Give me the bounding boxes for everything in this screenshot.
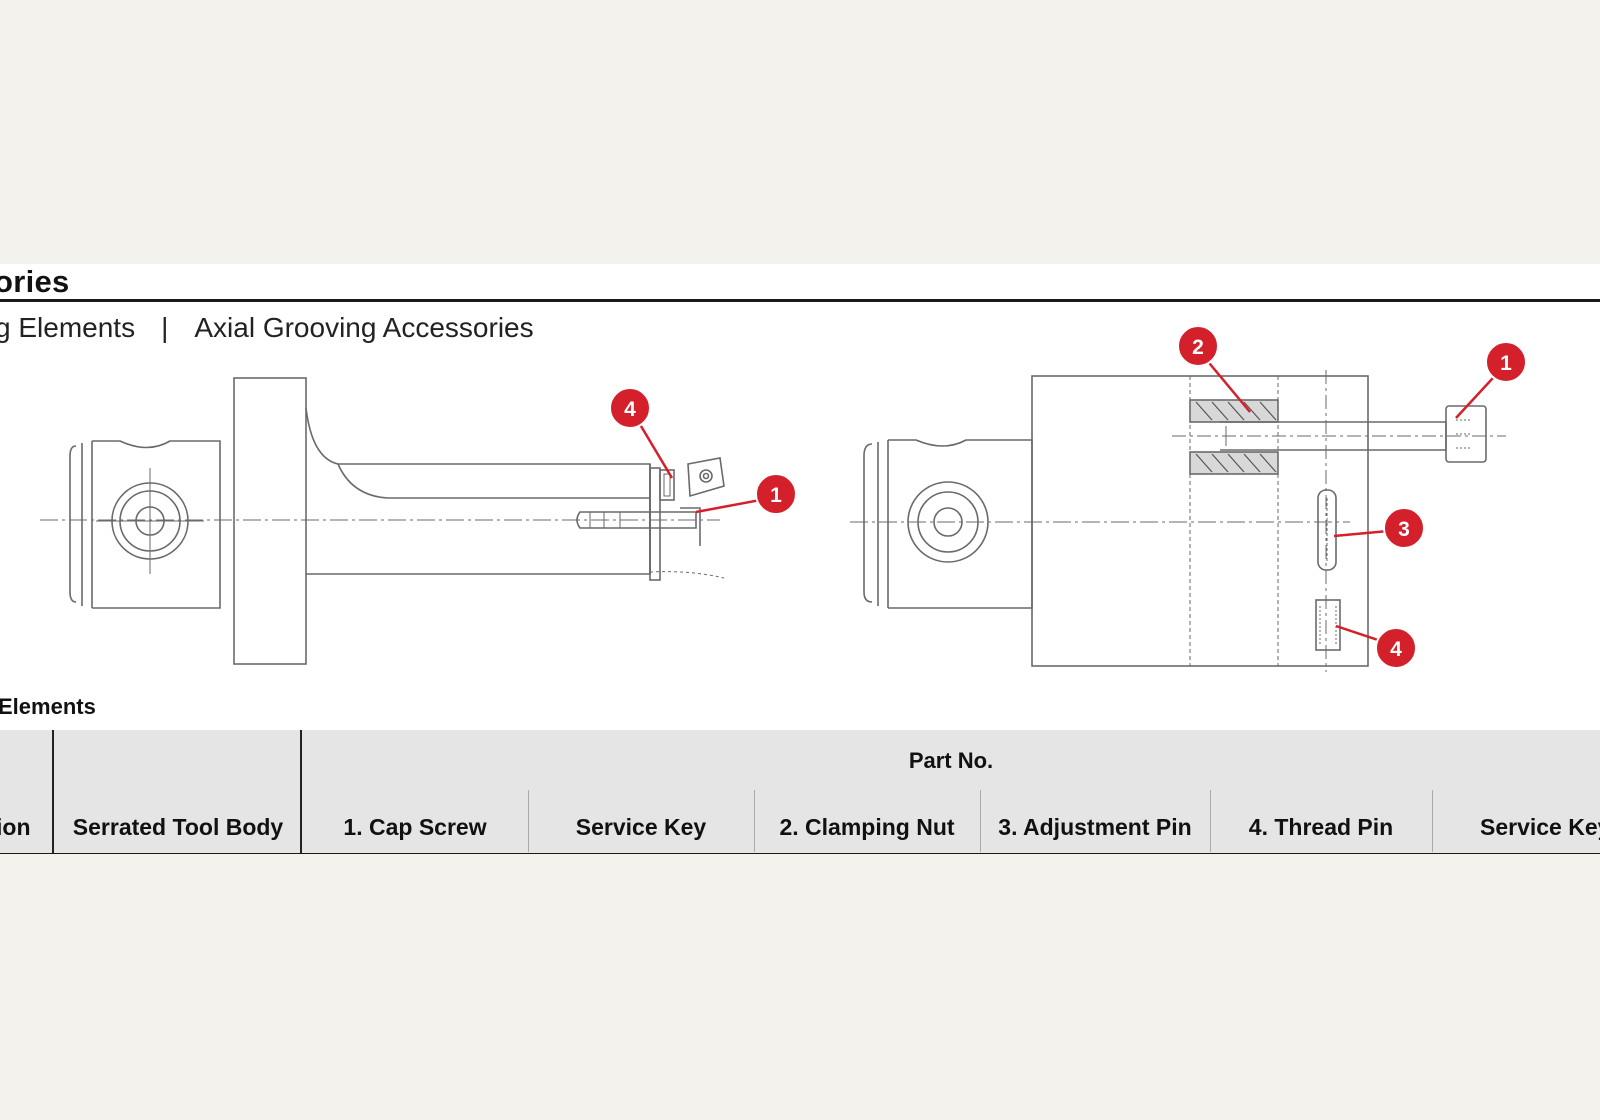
column-divider	[754, 790, 755, 852]
callout-marker-right-1: 1	[1485, 341, 1527, 383]
left-callouts: 4 1	[609, 387, 797, 515]
callout-marker-left-4: 4	[609, 387, 651, 429]
callout-label: 2	[1192, 336, 1204, 359]
table-bottom-rule	[0, 853, 1600, 854]
column-header-clamping-nut: 2. Clamping Nut	[779, 814, 955, 840]
callout-label: 1	[1500, 352, 1512, 375]
parts-table-header: Part No. ion Serrated Tool Body 1. Cap S…	[0, 730, 1600, 854]
left-tool-drawing	[40, 377, 725, 665]
callout-label: 4	[1390, 638, 1402, 661]
column-header-cap-screw: 1. Cap Screw	[343, 814, 487, 840]
catalog-sheet: ories g Elements | Axial Grooving Accessor…	[0, 264, 1600, 854]
column-divider	[980, 790, 981, 852]
column-divider	[300, 730, 302, 854]
subnav: g Elements | Axial Grooving Accessories	[0, 308, 534, 348]
section-label: Elements	[0, 694, 96, 719]
column-divider	[1210, 790, 1211, 852]
page-title: ories	[0, 264, 70, 299]
column-header-service-key-2: Service Key	[1480, 814, 1600, 840]
column-header-serrated-tool-body: Serrated Tool Body	[72, 814, 284, 840]
technical-drawing: 4 1 2 1	[0, 325, 1600, 854]
callout-marker-right-3: 3	[1383, 507, 1425, 549]
callout-marker-right-4: 4	[1375, 627, 1417, 669]
subnav-separator: |	[161, 312, 169, 343]
right-callouts: 2 1 3 4	[1177, 325, 1527, 669]
callout-label: 3	[1398, 518, 1410, 541]
column-header-thread-pin: 4. Thread Pin	[1248, 814, 1394, 840]
group-header-part-no: Part No.	[908, 748, 994, 773]
drawing-svg: 4 1 2 1	[40, 325, 1527, 672]
callout-label: 1	[770, 484, 782, 507]
column-header-description: ion	[0, 814, 31, 840]
subnav-item-elements[interactable]: g Elements	[0, 312, 136, 343]
column-divider	[1432, 790, 1433, 852]
callout-marker-right-2: 2	[1177, 325, 1219, 367]
column-header-service-key: Service Key	[575, 814, 707, 840]
subnav-item-axial-grooving[interactable]: Axial Grooving Accessories	[194, 312, 534, 343]
right-tool-drawing	[850, 370, 1506, 672]
callout-marker-left-1: 1	[755, 473, 797, 515]
callout-label: 4	[624, 398, 636, 421]
column-header-adjustment-pin: 3. Adjustment Pin	[998, 814, 1192, 840]
column-divider	[52, 730, 54, 854]
title-divider	[0, 299, 1600, 302]
column-divider	[528, 790, 529, 852]
